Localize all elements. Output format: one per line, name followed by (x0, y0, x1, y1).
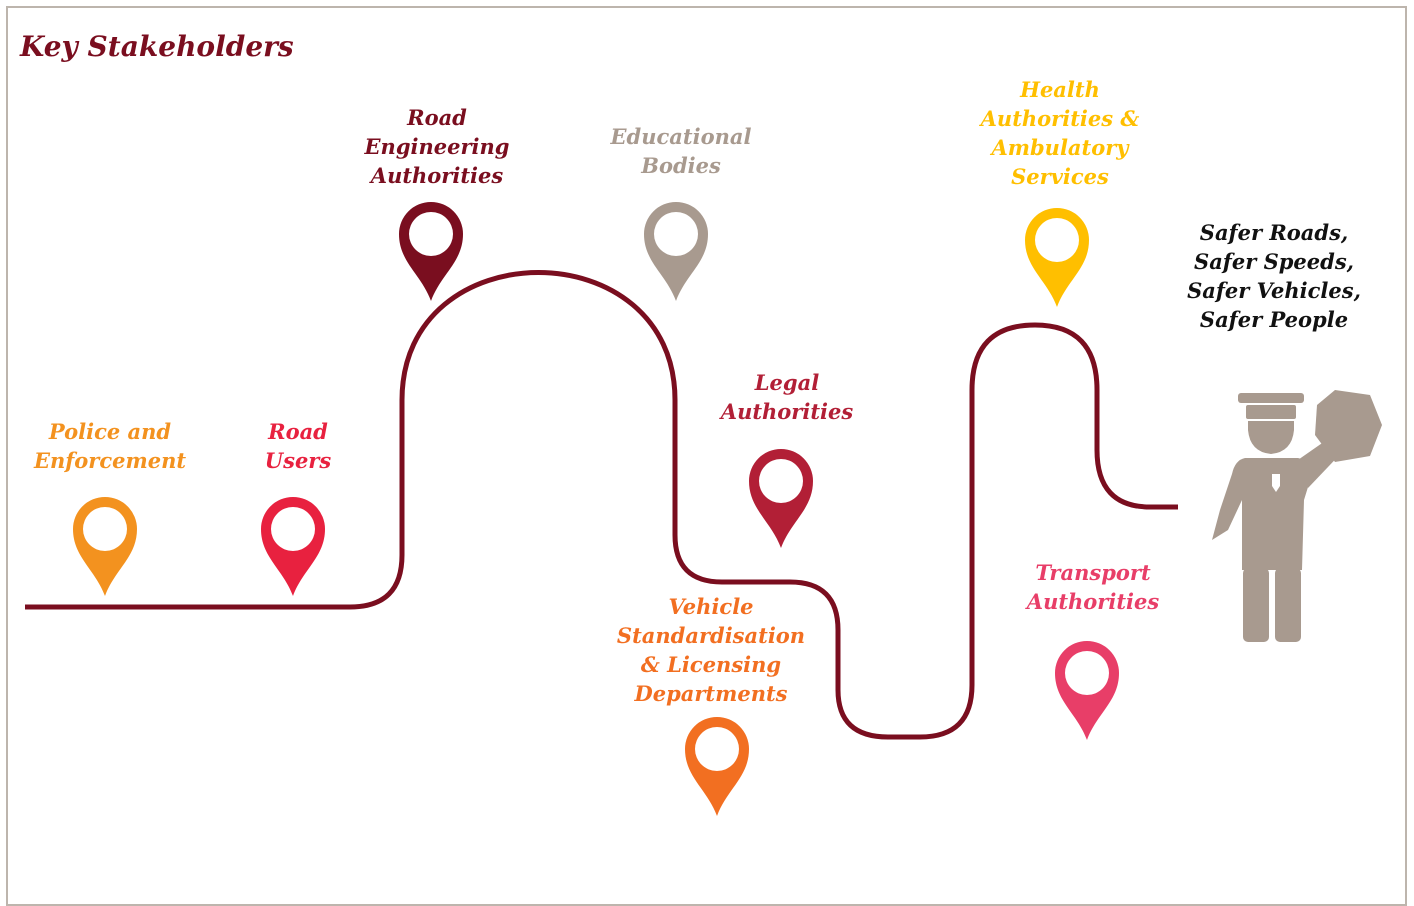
page-title: Key Stakeholders (20, 30, 294, 63)
map-pin-icon (399, 202, 463, 301)
figure-cap-band (1246, 405, 1296, 419)
figure-torso (1212, 458, 1312, 570)
map-pin-icon (73, 497, 137, 596)
road-path (25, 270, 1178, 740)
figure-left-leg (1243, 568, 1269, 642)
map-pin-icon (749, 449, 813, 548)
figure-right-leg (1275, 568, 1301, 642)
figure-head (1248, 421, 1294, 454)
traffic-police-icon (1212, 390, 1382, 642)
figure-cap-top (1238, 393, 1304, 403)
map-pin-icon (1055, 641, 1119, 740)
map-pin-icon (644, 202, 708, 301)
map-pin-icon (685, 717, 749, 816)
figure-badge (1272, 474, 1280, 492)
diagram-frame (6, 6, 1407, 906)
map-pin-icon (261, 497, 325, 596)
map-pin-icon (1025, 208, 1089, 307)
goal-text: Safer Roads,Safer Speeds,Safer Vehicles,… (1187, 220, 1361, 332)
